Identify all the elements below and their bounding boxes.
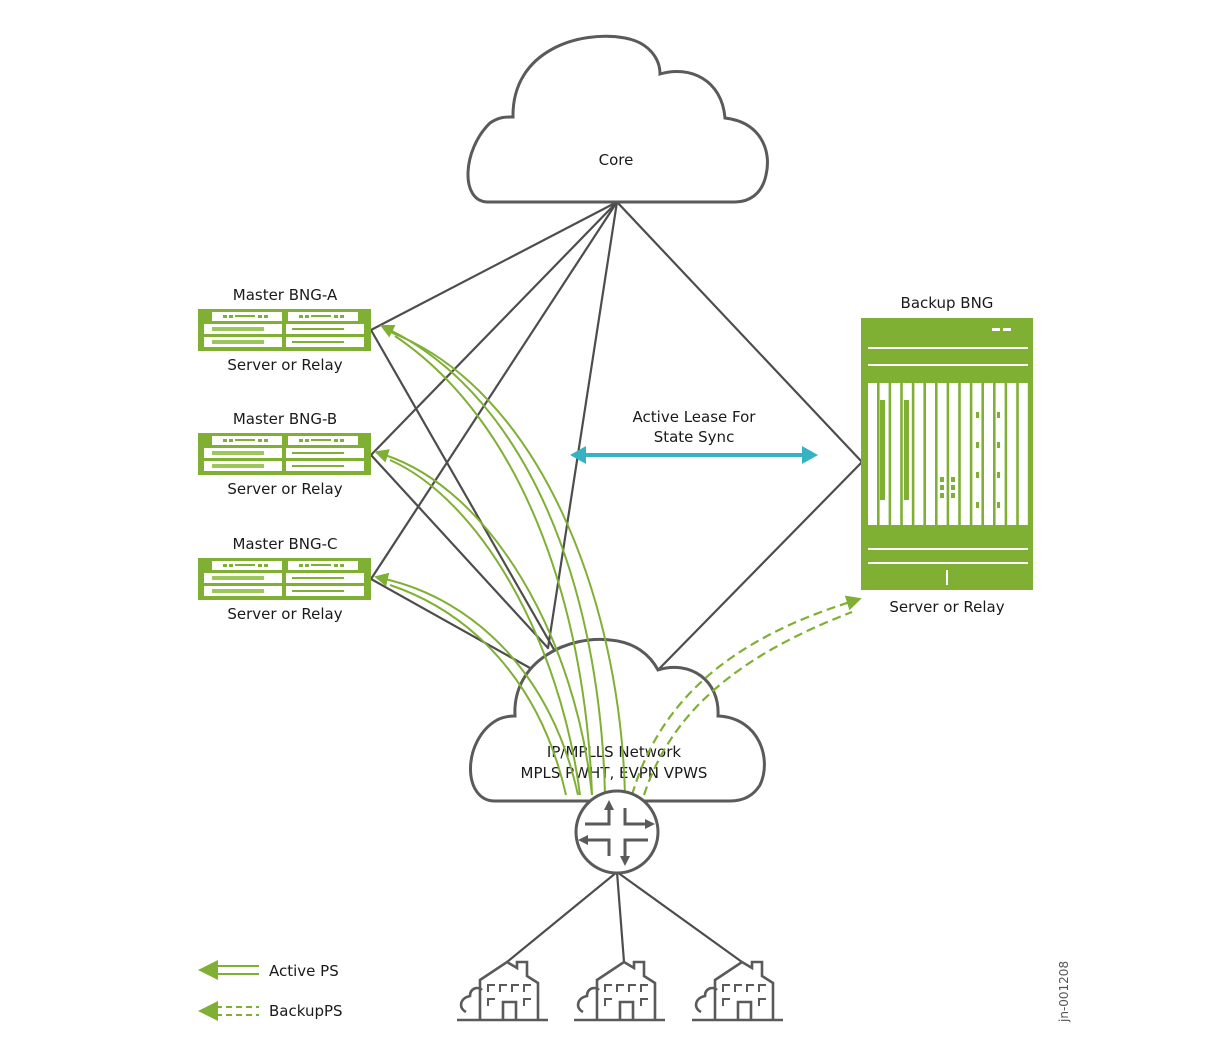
backup-handle: [946, 570, 948, 585]
sync-arrow-left-head: [570, 446, 586, 464]
backup-bng-role: Server or Relay: [889, 598, 1004, 616]
master-bng-b[interactable]: Master BNG-B Server or Relay: [198, 410, 371, 498]
master-bng-title: Master BNG-A: [233, 286, 338, 304]
master-bng-a[interactable]: Master BNG-A Server or Relay: [198, 286, 371, 374]
backup-slot: [995, 383, 1005, 525]
legend-backup-label: BackupPS: [269, 1002, 343, 1020]
legend-active-arrow-icon: [198, 960, 218, 980]
legend-active: Active PS: [198, 960, 339, 980]
active-ps-a-outer: [394, 335, 593, 796]
house-icon: [692, 960, 783, 1022]
legend-backup: BackupPS: [198, 1001, 343, 1021]
link-router-house-3: [615, 870, 744, 964]
link-router-house-2: [615, 870, 626, 964]
backup-slot: [891, 383, 901, 525]
backup-slot: [1007, 383, 1017, 525]
link-bng-c-network: [369, 577, 532, 670]
backup-led-2: [1003, 328, 1011, 331]
active-ps-c-outer: [389, 584, 567, 796]
link-backup-network: [656, 460, 864, 672]
master-bng-role: Server or Relay: [227, 605, 342, 623]
network-cloud-shape: [469, 637, 766, 803]
master-bng-title: Master BNG-B: [233, 410, 337, 428]
backup-ps-inner: [642, 610, 853, 796]
legend-active-label: Active PS: [269, 962, 339, 980]
house-icon: [574, 960, 665, 1022]
core-cloud: Core: [466, 34, 769, 204]
master-bng-role: Server or Relay: [227, 356, 342, 374]
backup-slot: [926, 383, 935, 525]
router-arrows-icon: [585, 808, 648, 862]
backup-led-1: [992, 328, 1000, 331]
backup-ps-outer: [630, 595, 862, 796]
active-ps-a-far: [389, 331, 626, 796]
router-arrow-down-icon: [620, 856, 630, 866]
router-arrow-right-icon: [645, 819, 655, 829]
house-icon: [457, 960, 548, 1022]
active-ps-arrows: [374, 324, 626, 796]
master-bng-c[interactable]: Master BNG-C Server or Relay: [198, 535, 371, 623]
master-bng-title: Master BNG-C: [232, 535, 337, 553]
backup-slot: [984, 383, 993, 525]
backup-bng[interactable]: Backup BNG Server or Relay: [861, 294, 1033, 616]
active-ps-b-inner: [374, 449, 593, 796]
active-ps-c-inner: [374, 572, 579, 796]
network-label-line2: MPLS PWHT, EVPN VPWS: [521, 764, 708, 782]
backup-rail-4: [868, 562, 1028, 564]
backup-slot: [914, 383, 924, 525]
state-sync: Active Lease For State Sync: [570, 408, 818, 464]
backup-slot: [1018, 383, 1028, 525]
figure-id: jn-001208: [1057, 961, 1071, 1023]
backup-slot: [949, 383, 959, 525]
sync-label-line2: State Sync: [654, 428, 735, 446]
core-label: Core: [599, 151, 634, 169]
link-core-bng-b: [369, 200, 619, 457]
backup-slot: [868, 383, 877, 525]
network-label-line1: IP/MPLLS Network: [547, 743, 681, 761]
backup-slot: [972, 383, 982, 525]
master-bng-role: Server or Relay: [227, 480, 342, 498]
backup-ps-arrows: [630, 595, 862, 796]
backup-slot: [937, 383, 947, 525]
backup-slot: [960, 383, 970, 525]
active-ps-a-inner: [379, 324, 606, 796]
router-arrow-up-icon: [604, 800, 614, 810]
link-bng-b-network: [369, 453, 550, 650]
core-links: [369, 200, 864, 672]
backup-rail-3: [868, 548, 1028, 550]
link-router-house-1: [505, 870, 619, 964]
backup-rail-1: [868, 347, 1028, 349]
core-cloud-shape: [466, 34, 769, 204]
backup-rail-2: [868, 364, 1028, 366]
subscriber-houses: [457, 960, 783, 1022]
active-ps-b-outer: [389, 459, 581, 796]
link-core-bng-a: [369, 200, 619, 332]
router: [505, 789, 744, 964]
legend-backup-arrow-icon: [198, 1001, 218, 1021]
sync-label-line1: Active Lease For: [633, 408, 757, 426]
backup-bng-title: Backup BNG: [901, 294, 994, 312]
link-core-backup: [615, 200, 864, 464]
network-cloud: IP/MPLLS Network MPLS PWHT, EVPN VPWS: [469, 637, 766, 803]
sync-arrow-right-head: [802, 446, 818, 464]
link-bng-a-network: [369, 328, 562, 662]
router-arrow-left-icon: [578, 835, 588, 845]
link-core-bng-c: [369, 200, 619, 581]
legend: Active PS BackupPS: [198, 960, 343, 1021]
backup-slots: [868, 383, 1028, 525]
link-core-network: [546, 200, 619, 650]
router-circle: [574, 789, 660, 875]
